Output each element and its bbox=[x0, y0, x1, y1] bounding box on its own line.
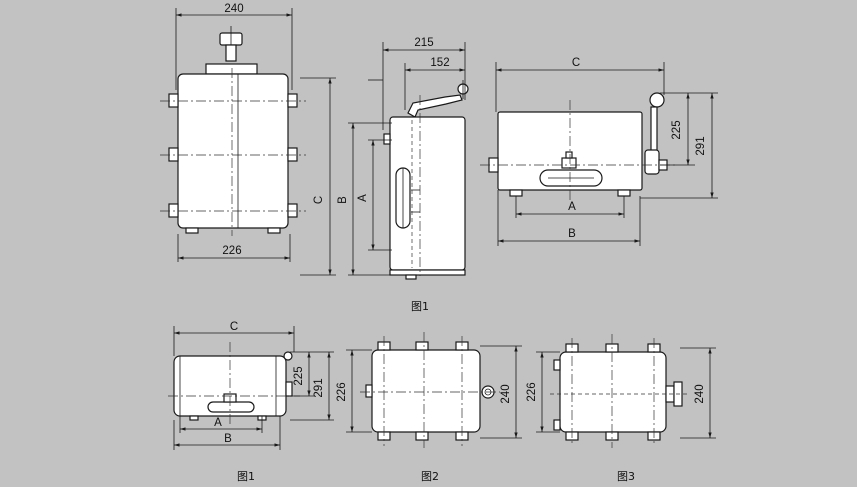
dim-b-side: B bbox=[337, 196, 349, 204]
small-fig1-view: C 225 291 A B bbox=[168, 321, 334, 450]
fig1-back-view: C 225 291 A B bbox=[480, 57, 718, 246]
small1-dim-225: 225 bbox=[293, 366, 305, 385]
dim-291-back: 291 bbox=[695, 136, 707, 155]
caption-fig1-bottom: 图1 bbox=[237, 470, 255, 483]
fig1-front-view: 240 226 C bbox=[160, 3, 336, 276]
small2-dim-240: 240 bbox=[500, 384, 512, 403]
small-fig2-view: 226 240 bbox=[336, 332, 522, 448]
dim-225-back: 225 bbox=[671, 120, 683, 139]
small1-dim-291: 291 bbox=[313, 378, 325, 397]
dim-226-bottom: 226 bbox=[222, 245, 241, 257]
dim-240-top: 240 bbox=[224, 3, 243, 15]
small3-dim-240: 240 bbox=[694, 384, 706, 403]
dim-a-back: A bbox=[568, 201, 576, 213]
small1-dim-c: C bbox=[230, 321, 238, 333]
caption-fig1-top: 图1 bbox=[411, 300, 429, 313]
dim-c-front: C bbox=[313, 196, 325, 204]
dim-b-back: B bbox=[568, 228, 576, 240]
small-fig3-view: 226 240 bbox=[526, 334, 716, 448]
caption-fig3: 图3 bbox=[617, 470, 635, 483]
caption-fig2: 图2 bbox=[421, 470, 439, 483]
small1-dim-b: B bbox=[224, 433, 232, 445]
dim-a-side: A bbox=[357, 194, 369, 202]
fig1-side-view: 215 152 B A bbox=[337, 37, 469, 280]
dim-215: 215 bbox=[414, 37, 433, 49]
small1-dim-a: A bbox=[214, 417, 222, 429]
small3-dim-226: 226 bbox=[526, 382, 538, 401]
small2-dim-226: 226 bbox=[336, 382, 348, 401]
dim-c-back: C bbox=[572, 57, 580, 69]
dim-152: 152 bbox=[430, 57, 449, 69]
